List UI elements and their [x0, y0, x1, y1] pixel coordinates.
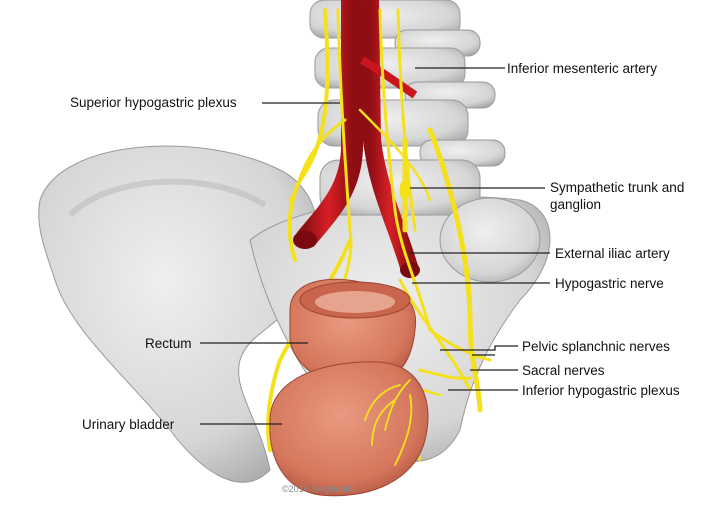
label-inferior-hypogastric-plexus: Inferior hypogastric plexus: [522, 383, 680, 398]
label-sacral-nerves: Sacral nerves: [522, 363, 605, 378]
label-sympathetic-trunk: Sympathetic trunk and ganglion: [550, 180, 685, 212]
label-urinary-bladder: Urinary bladder: [82, 417, 175, 432]
hip-bone: [38, 145, 318, 483]
label-superior-hypogastric-plexus: Superior hypogastric plexus: [70, 95, 237, 110]
rectum: [289, 278, 417, 387]
label-pelvic-splanchnic-nerves: Pelvic splanchnic nerves: [522, 339, 670, 354]
urinary-bladder: [269, 361, 429, 497]
label-inferior-mesenteric-artery: Inferior mesenteric artery: [507, 61, 658, 76]
label-external-iliac-artery: External iliac artery: [555, 246, 670, 261]
copyright-mark: ©2016 SingHealth: [282, 484, 355, 494]
label-rectum: Rectum: [145, 336, 192, 351]
label-hypogastric-nerve: Hypogastric nerve: [555, 276, 664, 291]
leader-lines: [200, 67, 550, 425]
bladder-nerve-branches: [364, 379, 413, 466]
